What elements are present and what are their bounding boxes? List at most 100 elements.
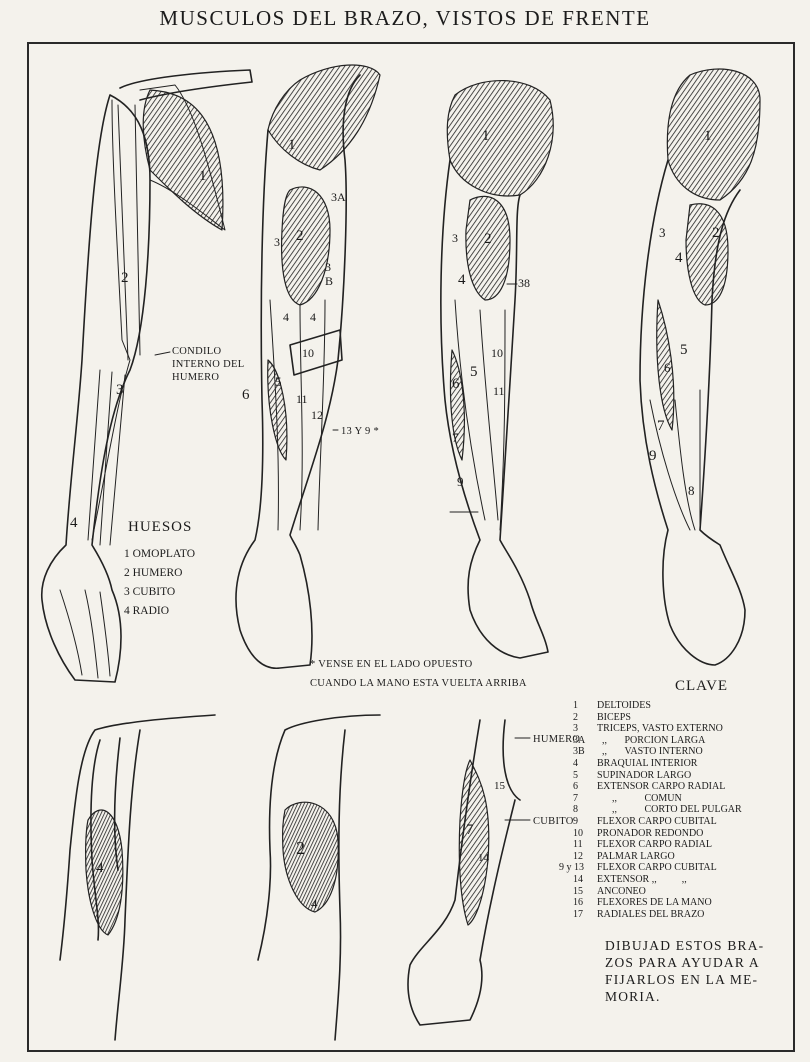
closing-line-4: MORIA.	[605, 989, 661, 1004]
closing-instruction: DIBUJAD ESTOS BRA- ZOS PARA AYUDAR A FIJ…	[605, 937, 780, 1005]
fig3-label-1: 1	[482, 128, 490, 144]
fig4-label-9: 9	[649, 448, 657, 464]
bones-item: 4 RADIO	[124, 605, 170, 617]
condilo-line-2: INTERNO DEL	[172, 359, 245, 371]
fig3-label-9: 9	[457, 474, 464, 489]
key-num: 10	[573, 827, 583, 839]
fig2-label-6: 6	[242, 387, 250, 403]
key-num: 16	[573, 897, 583, 909]
footnote-line-1: * VENSE EN EL LADO OPUESTO	[310, 659, 473, 670]
key-num: 9 y 13	[559, 862, 584, 874]
fig7-label-7: 7	[466, 822, 474, 838]
closing-line-3: FIJARLOS EN LA ME-	[605, 972, 759, 987]
key-item: 15 ANCONEO	[573, 886, 742, 898]
key-item: 7 ,, COMUN	[573, 793, 742, 805]
key-name: RADIALES DEL BRAZO	[597, 908, 705, 920]
fig6-label-2: 2	[296, 838, 305, 858]
key-item: 8 ,, CORTO DEL PULGAR	[573, 804, 742, 816]
humero-callout: HUMERO	[533, 734, 581, 745]
key-name: ,, PORCION LARGA	[597, 734, 706, 746]
fig4-label-7: 7	[657, 418, 665, 434]
key-name: ANCONEO	[597, 885, 646, 897]
figure-forearm-bones-1	[59, 714, 216, 1041]
figure-arm-muscles-key	[639, 68, 761, 666]
fig3-label-5: 5	[470, 364, 478, 380]
fig4-label-5: 5	[680, 342, 688, 358]
bones-item: 1 OMOPLATO	[124, 548, 196, 560]
key-num: 3	[573, 723, 578, 735]
key-name: BICEPS	[597, 711, 631, 723]
fig4-label-6: 6	[664, 360, 671, 375]
key-num: 3A	[573, 734, 586, 746]
fig3-label-3: 3	[452, 231, 458, 245]
figure-arm-muscles-pronated	[440, 79, 554, 659]
fig2-label-3-left: 3	[274, 235, 280, 249]
fig2-label-10: 10	[302, 346, 314, 360]
key-name: ,, CORTO DEL PULGAR	[597, 804, 742, 816]
key-item: 2 BICEPS	[573, 712, 742, 724]
key-item: 10 PRONADOR REDONDO	[573, 828, 742, 840]
key-item: 3B ,, VASTO INTERNO	[573, 746, 742, 758]
fig2-label-12: 12	[311, 408, 323, 422]
condilo-line-1: CONDILO	[172, 346, 222, 357]
key-name: EXTENSOR CARPO RADIAL	[597, 781, 726, 793]
key-title: CLAVE	[675, 678, 729, 694]
key-num: 7	[573, 792, 578, 804]
fig7-label-15: 15	[494, 780, 505, 792]
fig3-label-2: 2	[484, 231, 492, 247]
key-num: 15	[573, 885, 583, 897]
key-item: 9 FLEXOR CARPO CUBITAL	[573, 816, 742, 828]
fig2-label-4b: 4	[310, 310, 316, 324]
key-item: 3A ,, PORCION LARGA	[573, 735, 742, 747]
figure-forearm-back	[407, 719, 531, 1026]
key-num: 17	[573, 908, 583, 920]
fig1-label-3: 3	[116, 382, 124, 398]
note-13y9: 13 Y 9 *	[341, 426, 380, 437]
fig2-label-b: B	[325, 274, 334, 288]
bones-title: HUESOS	[128, 519, 193, 535]
condilo-callout: CONDILO INTERNO DEL HUMERO	[172, 345, 244, 384]
closing-line-2: ZOS PARA AYUDAR A	[605, 955, 760, 970]
fig2-label-3a: 3A	[331, 190, 346, 204]
key-num: 9	[573, 815, 578, 827]
fig2-label-3-right: 3	[325, 260, 331, 274]
fig3-label-6: 6	[452, 376, 460, 392]
fig3-label-4: 4	[458, 272, 466, 288]
fig4-label-8: 8	[688, 483, 695, 498]
condilo-line-3: HUMERO	[172, 372, 220, 384]
key-item: 9 y 13 FLEXOR CARPO CUBITAL	[559, 862, 742, 874]
fig3-label-10: 10	[491, 346, 503, 360]
figure-forearm-bones-2	[257, 714, 381, 1041]
key-name: FLEXOR CARPO CUBITAL	[597, 815, 717, 827]
footnote: * VENSE EN EL LADO OPUESTO CUANDO LA MAN…	[310, 655, 527, 693]
key-name: SUPINADOR LARGO	[597, 769, 692, 781]
fig4-label-3: 3	[659, 225, 666, 240]
key-name: FLEXOR CARPO CUBITAL	[597, 862, 717, 874]
key-num: 4	[573, 757, 578, 769]
key-name: FLEXOR CARPO RADIAL	[597, 839, 713, 851]
bones-list: 1 OMOPLATO 2 HUMERO 3 CUBITO 4 RADIO	[124, 545, 195, 621]
closing-line-1: DIBUJAD ESTOS BRA-	[605, 938, 765, 953]
key-name: ,, COMUN	[597, 792, 682, 804]
fig7-label-14: 14	[478, 852, 489, 864]
key-num: 8	[573, 804, 578, 816]
figure-arm-muscles-front	[235, 64, 381, 670]
footnote-line-2: CUANDO LA MANO ESTA VUELTA ARRIBA	[310, 678, 527, 689]
key-name: EXTENSOR ,, ,,	[597, 873, 687, 885]
key-num: 2	[573, 711, 578, 723]
key-item: 5 SUPINADOR LARGO	[573, 770, 742, 782]
fig3-label-7: 7	[452, 430, 459, 445]
fig5-label-4: 4	[96, 860, 104, 876]
figure-bones-arm	[40, 69, 253, 683]
key-name: PRONADOR REDONDO	[597, 827, 704, 839]
fig1-label-2: 2	[121, 270, 129, 286]
key-num: 5	[573, 769, 578, 781]
plate-frame	[27, 42, 795, 1052]
